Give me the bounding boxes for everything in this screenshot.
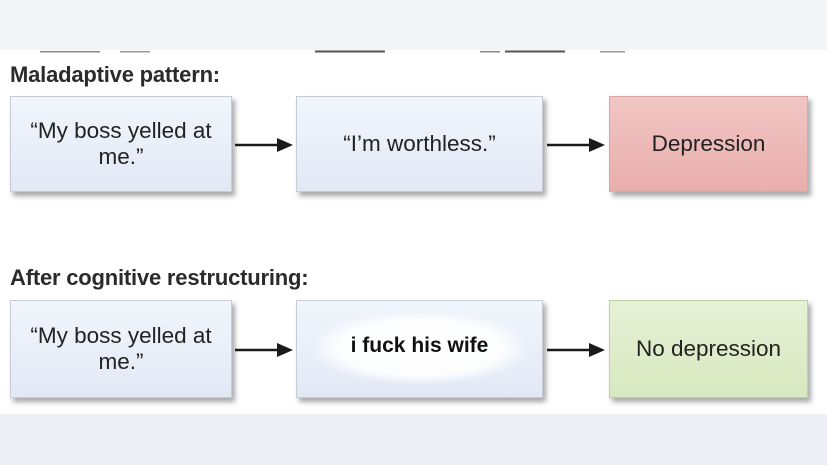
section-heading-restructuring: After cognitive restructuring: bbox=[10, 265, 309, 290]
box-belief-label: i fuck his wife bbox=[350, 334, 489, 357]
arrow-right-icon bbox=[235, 343, 293, 357]
box-outcome-label: No depression bbox=[635, 336, 782, 361]
box-trigger-event: “My boss yelled at me.” bbox=[10, 96, 232, 192]
arrow-right-icon bbox=[547, 138, 605, 152]
box-belief-edited: i fuck his wife bbox=[296, 300, 543, 398]
top-margin bbox=[0, 0, 827, 50]
arrow-right-icon bbox=[235, 138, 293, 152]
box-outcome-depression: Depression bbox=[609, 96, 808, 192]
scan-artifact bbox=[40, 50, 625, 53]
arrow-right-icon bbox=[547, 343, 605, 357]
box-outcome-no-depression: No depression bbox=[609, 300, 808, 398]
section-heading-maladaptive: Maladaptive pattern: bbox=[10, 62, 220, 87]
box-trigger-label: “My boss yelled at me.” bbox=[30, 118, 212, 169]
box-trigger-event: “My boss yelled at me.” bbox=[10, 300, 232, 398]
box-belief-label: “I’m worthless.” bbox=[343, 131, 496, 156]
box-belief-worthless: “I’m worthless.” bbox=[296, 96, 543, 192]
bottom-margin bbox=[0, 414, 827, 465]
box-outcome-label: Depression bbox=[651, 131, 766, 156]
box-trigger-label: “My boss yelled at me.” bbox=[30, 323, 212, 374]
